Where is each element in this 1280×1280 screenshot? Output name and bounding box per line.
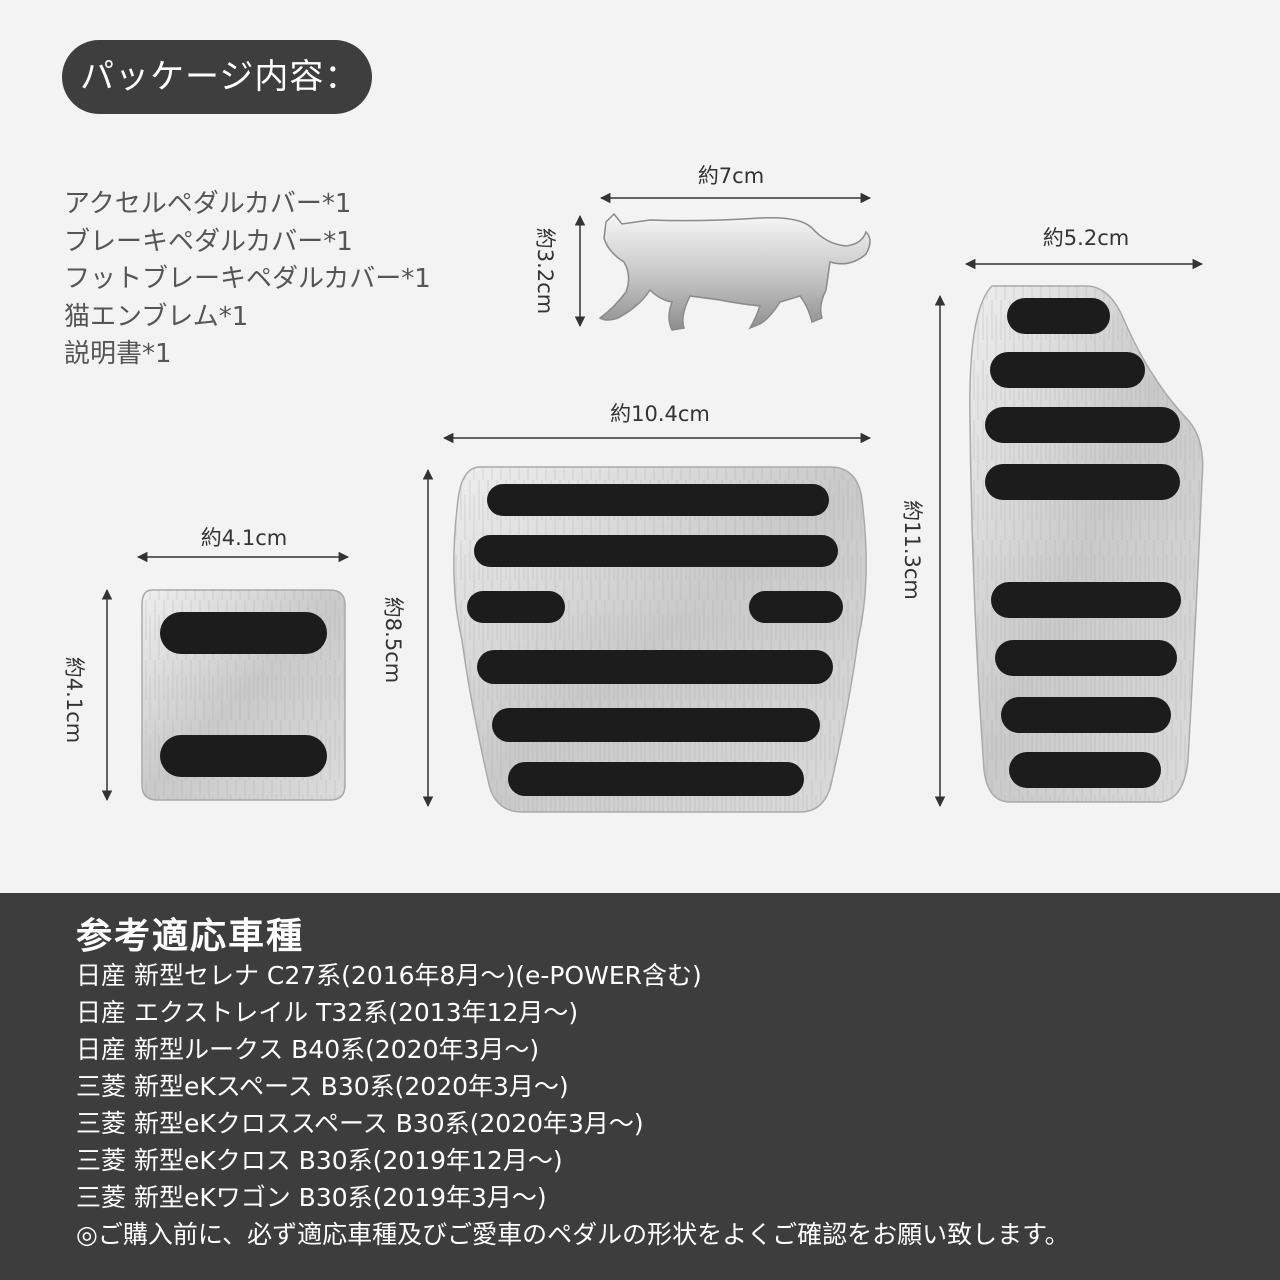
rubber-strip <box>487 484 829 516</box>
rubber-strip <box>995 640 1177 676</box>
rubber-strip <box>160 735 327 777</box>
rubber-strip <box>985 464 1180 500</box>
rubber-strip <box>160 612 327 654</box>
rubber-strip <box>1009 752 1161 788</box>
compatible-model: 三菱 新型eKワゴン B30系(2019年3月～) <box>76 1183 547 1212</box>
contents-item: アクセルペダルカバー*1 <box>64 189 352 219</box>
small-pedal-cover <box>141 589 346 801</box>
package-contents-list: アクセルペダルカバー*1 ブレーキペダルカバー*1 フットブレーキペダルカバー*… <box>64 186 431 374</box>
rubber-strip <box>749 591 843 623</box>
tall-pedal-cover <box>969 285 1204 803</box>
middle-pedal-cover <box>453 466 867 813</box>
contents-item: フットブレーキペダルカバー*1 <box>64 264 431 294</box>
product-illustration: 約7cm 約3.2cm 約4.1cm 約4.1cm 約10.4cm 約8.5cm <box>62 164 1204 813</box>
compatibility-heading: 参考適応車種 <box>76 916 305 957</box>
small-width-label: 約4.1cm <box>201 526 287 550</box>
rubber-strip <box>467 591 565 623</box>
rubber-strip <box>991 582 1181 618</box>
compatible-model: 日産 エクストレイル T32系(2013年12月～) <box>76 998 579 1027</box>
rubber-strip <box>477 650 833 684</box>
cat-height-label: 約3.2cm <box>533 228 557 314</box>
rubber-strip <box>1007 298 1110 334</box>
rubber-strip <box>508 762 804 796</box>
contents-item: ブレーキペダルカバー*1 <box>64 226 353 257</box>
compatible-model: 三菱 新型eKスペース B30系(2020年3月～) <box>76 1072 569 1101</box>
middle-height-label: 約8.5cm <box>381 597 405 683</box>
compatibility-section: 参考適応車種 日産 新型セレナ C27系(2016年8月～)(e-POWER含む… <box>0 893 1280 1280</box>
contents-item: 猫エンブレム*1 <box>64 301 249 332</box>
compatible-model: 三菱 新型eKクロス B30系(2019年12月～) <box>76 1146 563 1175</box>
cat-width-label: 約7cm <box>698 164 764 188</box>
package-contents-title: パッケージ内容： <box>62 40 372 114</box>
compatible-model: 三菱 新型eKクロススペース B30系(2020年3月～) <box>76 1109 644 1138</box>
middle-width-label: 約10.4cm <box>610 402 710 426</box>
contents-item: 説明書*1 <box>64 339 172 369</box>
compatible-model: 日産 新型セレナ C27系(2016年8月～)(e-POWER含む) <box>76 961 702 990</box>
tall-height-label: 約11.3cm <box>900 500 924 600</box>
tall-width-label: 約5.2cm <box>1043 226 1129 250</box>
compatible-model: 日産 新型ルークス B40系(2020年3月～) <box>76 1035 540 1064</box>
cat-emblem <box>598 212 871 331</box>
compatibility-list: 日産 新型セレナ C27系(2016年8月～)(e-POWER含む) 日産 エク… <box>76 957 1070 1253</box>
package-contents-title-text: パッケージ内容： <box>80 57 360 97</box>
rubber-strip <box>990 352 1145 388</box>
rubber-strip <box>474 535 838 567</box>
rubber-strip <box>1001 697 1171 733</box>
rubber-strip <box>985 407 1180 443</box>
purchase-notice: ◎ご購入前に、必ず適応車種及びご愛車のペダルの形状をよくご確認をお願い致します。 <box>76 1220 1070 1249</box>
small-height-label: 約4.1cm <box>62 657 86 743</box>
rubber-strip <box>492 708 820 742</box>
